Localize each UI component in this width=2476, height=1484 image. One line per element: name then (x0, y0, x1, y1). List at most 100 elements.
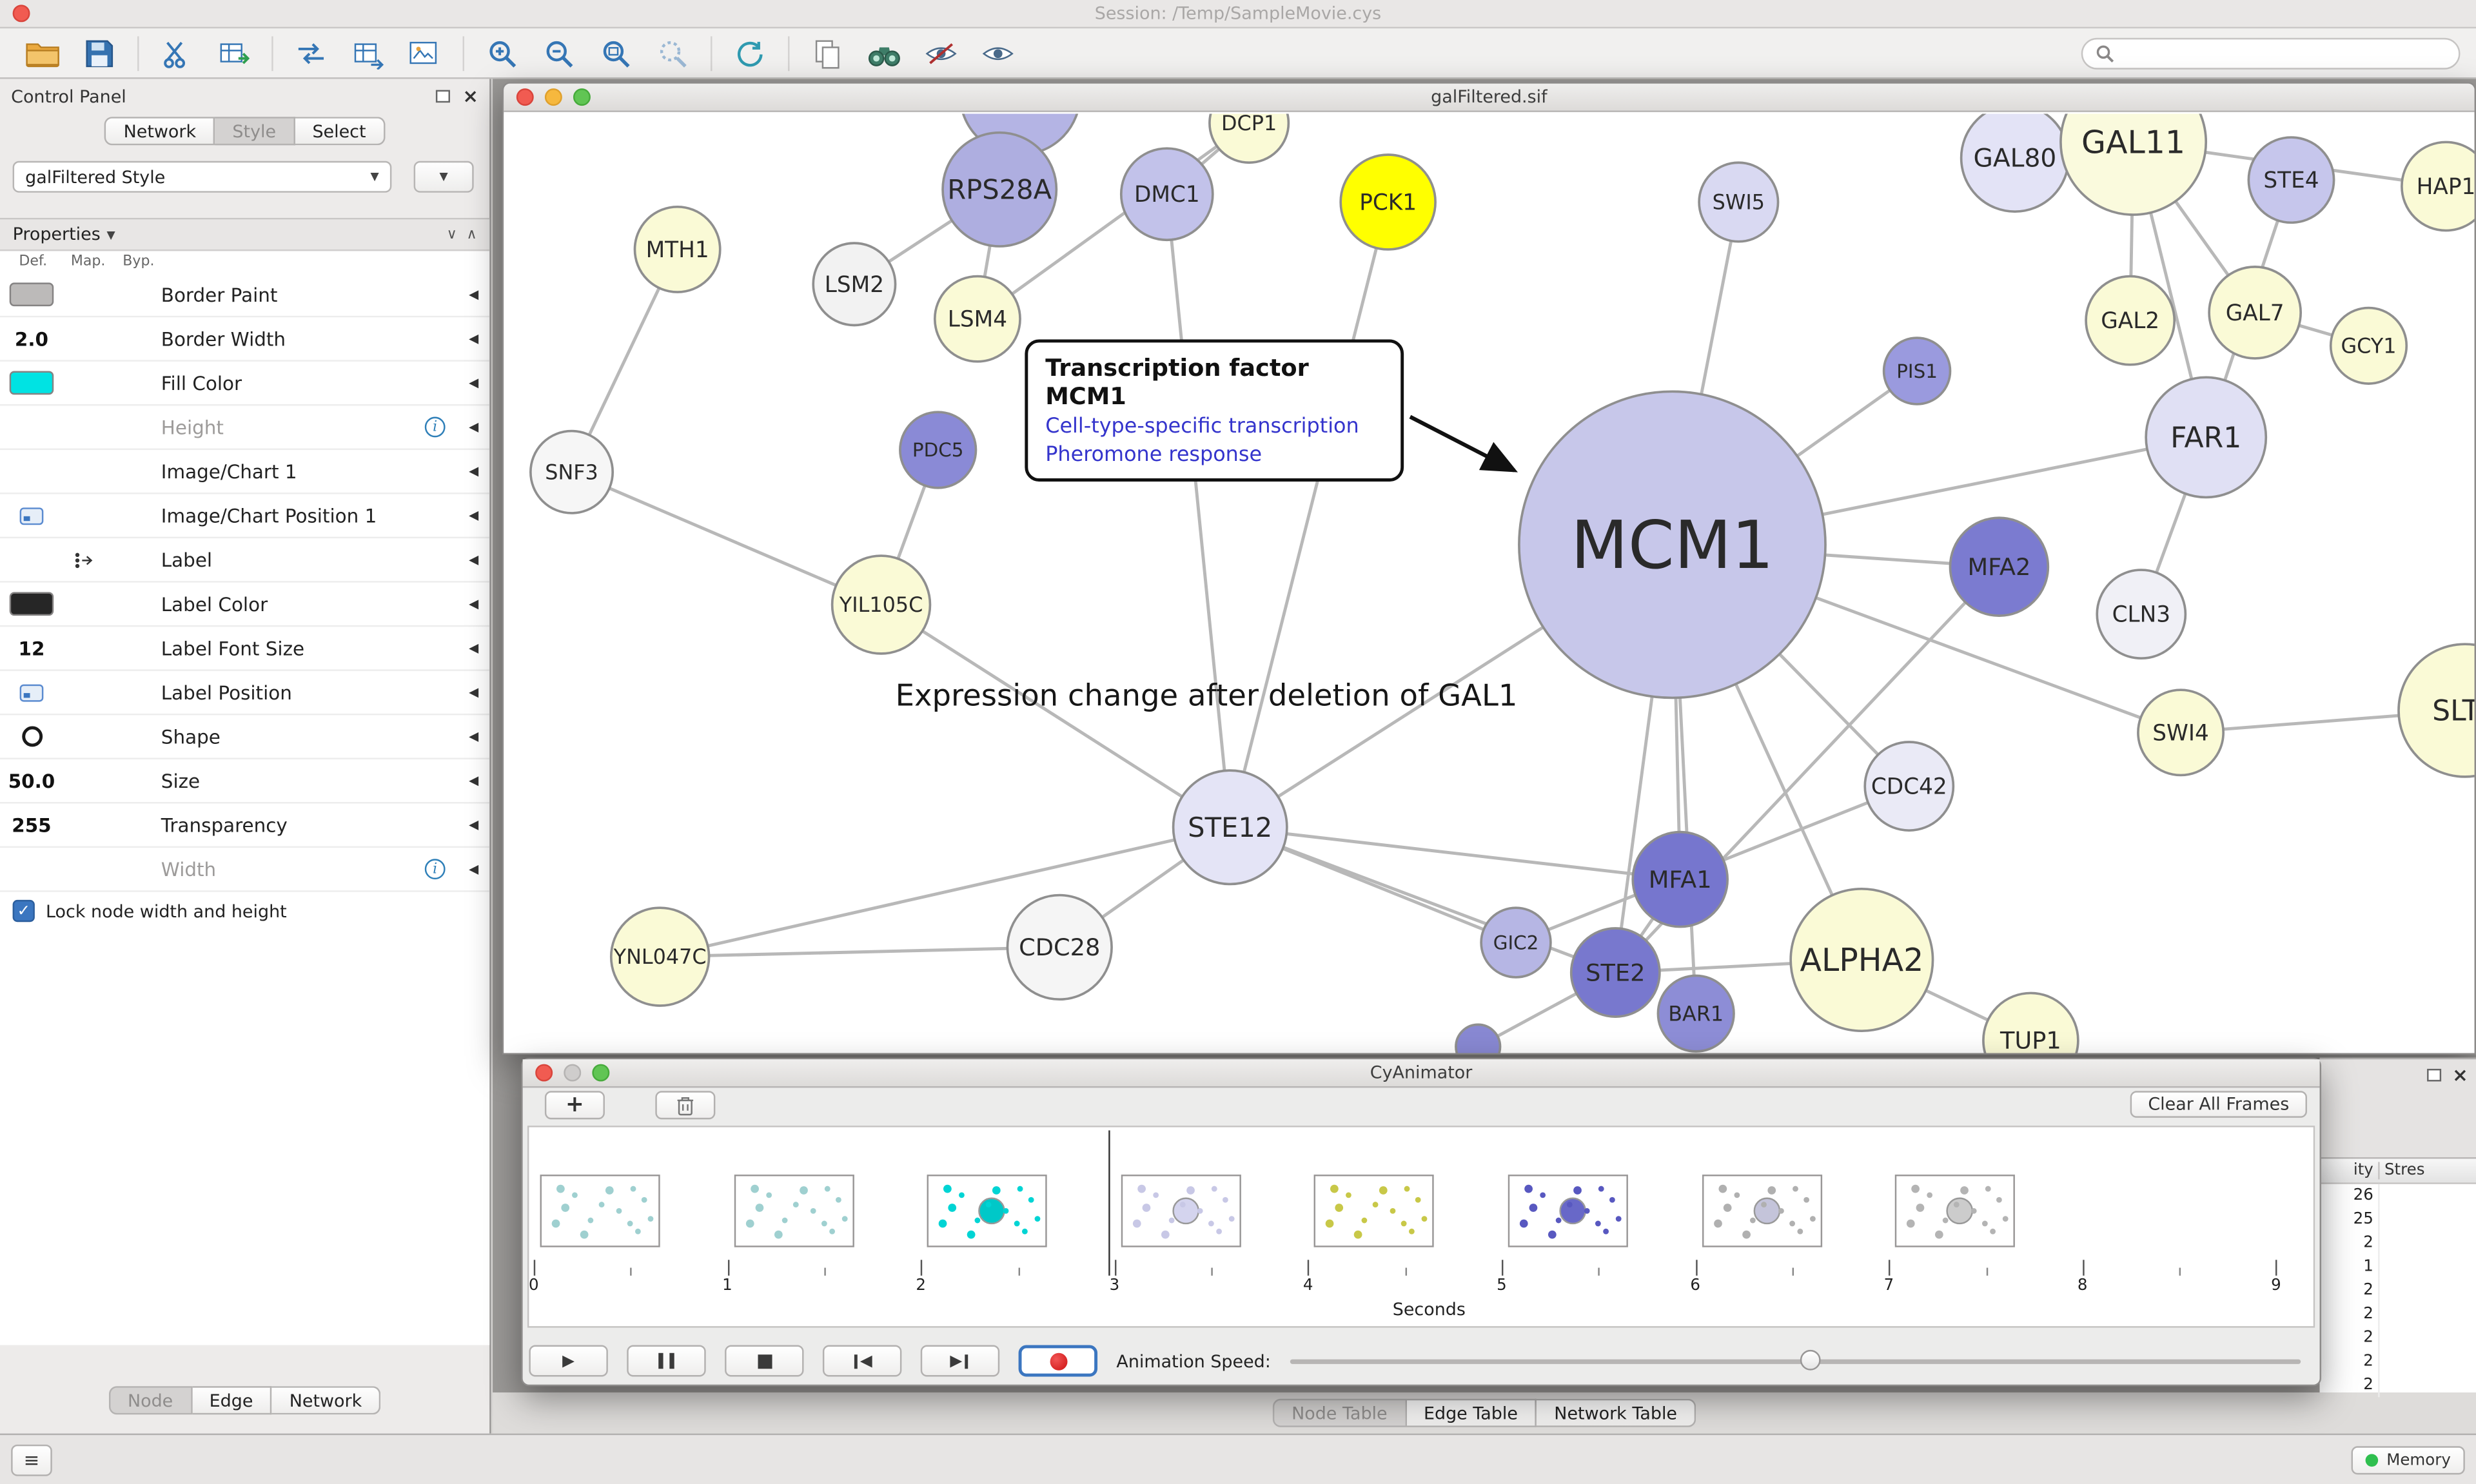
stats-row[interactable]: 2 (2320, 1349, 2476, 1374)
float-panel-icon[interactable] (435, 90, 450, 103)
expand-row-icon[interactable]: ◀ (469, 641, 479, 656)
zoom-traffic-light[interactable] (592, 1064, 610, 1082)
animation-speed-slider[interactable] (1290, 1345, 2310, 1377)
node-PIS1[interactable]: PIS1 (1882, 337, 1952, 405)
node-STE12[interactable]: STE12 (1172, 769, 1288, 886)
node-GCY1[interactable]: GCY1 (2329, 306, 2408, 385)
stop-button[interactable] (725, 1345, 804, 1377)
property-row-label-color[interactable]: Label Color◀ (0, 583, 490, 627)
swap-networks-button[interactable] (284, 32, 338, 73)
expand-all-icon[interactable]: ∧ (466, 226, 477, 242)
playhead[interactable] (1108, 1130, 1110, 1276)
export-table-button[interactable] (341, 32, 395, 73)
slider-track[interactable] (1290, 1359, 2301, 1364)
node-FAR1[interactable]: FAR1 (2145, 376, 2268, 499)
close-traffic-light[interactable] (516, 88, 534, 106)
add-frame-button[interactable]: + (544, 1091, 605, 1120)
node-YNL047C[interactable]: YNL047C (609, 906, 711, 1007)
expand-row-icon[interactable]: ◀ (469, 464, 479, 479)
stats-row[interactable]: 1 (2320, 1255, 2476, 1279)
node-SNF3[interactable]: SNF3 (529, 429, 614, 514)
property-row-image-chart-1[interactable]: Image/Chart 1◀ (0, 450, 490, 494)
cyanimator-titlebar[interactable]: CyAnimator (522, 1059, 2320, 1088)
node-NODE_B[interactable] (1455, 1023, 1502, 1053)
delete-frame-button[interactable] (655, 1091, 716, 1120)
info-icon[interactable]: i (424, 416, 446, 438)
color-swatch[interactable] (9, 371, 54, 395)
node-DCP1[interactable]: DCP1 (1208, 113, 1290, 164)
stats-row[interactable]: 2 (2320, 1373, 2476, 1398)
style-options-dropdown[interactable]: ▼ (413, 161, 474, 193)
timeline-frame-3[interactable] (1121, 1175, 1241, 1247)
style-dropdown[interactable]: galFiltered Style ▼ (12, 161, 392, 193)
property-row-image-chart-position-1[interactable]: Image/Chart Position 1◀ (0, 494, 490, 539)
node-DMC1[interactable]: DMC1 (1119, 147, 1214, 242)
next-frame-button[interactable]: ▶ (920, 1345, 1000, 1377)
close-traffic-light[interactable] (12, 5, 30, 23)
stats-row[interactable]: 2 (2320, 1326, 2476, 1350)
node-ALPHA2[interactable]: ALPHA2 (1789, 887, 1934, 1033)
record-button[interactable] (1018, 1345, 1098, 1377)
tab-network-table[interactable]: Network Table (1537, 1398, 1696, 1427)
collapse-all-icon[interactable]: ∨ (446, 226, 457, 242)
first-neighbors-button[interactable] (858, 32, 911, 73)
expand-row-icon[interactable]: ◀ (469, 685, 479, 699)
node-GAL2[interactable]: GAL2 (2085, 275, 2176, 366)
node-LSM2[interactable]: LSM2 (812, 242, 897, 327)
node-GAL80[interactable]: GAL80 (1960, 113, 2070, 213)
stats-row[interactable]: 25 (2320, 1207, 2476, 1232)
node-GAL7[interactable]: GAL7 (2208, 266, 2303, 360)
network-window-titlebar[interactable]: galFiltered.sif (504, 83, 2475, 112)
expand-row-icon[interactable]: ◀ (469, 774, 479, 788)
tab-node-table[interactable]: Node Table (1272, 1398, 1407, 1427)
timeline-frame-1[interactable] (733, 1175, 854, 1247)
property-row-shape[interactable]: Shape◀ (0, 715, 490, 759)
color-swatch[interactable] (9, 282, 54, 307)
tab-style[interactable]: Style (215, 117, 295, 146)
expand-row-icon[interactable]: ◀ (469, 596, 479, 611)
info-icon[interactable]: i (424, 859, 446, 880)
node-PDC5[interactable]: PDC5 (899, 411, 978, 489)
minimize-traffic-light[interactable] (544, 88, 562, 106)
zoom-traffic-light[interactable] (573, 88, 591, 106)
zoom-in-button[interactable] (475, 32, 529, 73)
node-STE4[interactable]: STE4 (2247, 136, 2335, 224)
expand-row-icon[interactable]: ◀ (469, 375, 479, 390)
expand-row-icon[interactable]: ◀ (469, 729, 479, 744)
node-MFA1[interactable]: MFA1 (1631, 830, 1729, 928)
expand-row-icon[interactable]: ◀ (469, 862, 479, 877)
expand-row-icon[interactable]: ◀ (469, 508, 479, 523)
node-MCM1[interactable]: MCM1 (1518, 390, 1827, 699)
copy-button[interactable] (801, 32, 854, 73)
timeline-frame-0[interactable] (540, 1175, 660, 1247)
node-TUP1[interactable]: TUP1 (1982, 991, 2079, 1053)
property-row-label-position[interactable]: Label Position◀ (0, 671, 490, 716)
tab-network-style[interactable]: Network (271, 1386, 381, 1415)
zoom-out-button[interactable] (532, 32, 585, 73)
node-GIC2[interactable]: GIC2 (1480, 906, 1552, 979)
expand-row-icon[interactable]: ◀ (469, 287, 479, 302)
search-input[interactable] (2122, 41, 2446, 65)
node-CDC42[interactable]: CDC42 (1863, 741, 1955, 832)
stats-row[interactable]: 2 (2320, 1278, 2476, 1303)
timeline-frame-5[interactable] (1508, 1175, 1628, 1247)
import-network-button[interactable] (150, 32, 204, 73)
zoom-selected-button[interactable] (646, 32, 700, 73)
stats-row[interactable]: 2 (2320, 1302, 2476, 1327)
lock-size-checkbox[interactable]: ✓ (12, 899, 35, 923)
slider-thumb[interactable] (1800, 1349, 1821, 1371)
stats-row[interactable]: 2 (2320, 1231, 2476, 1255)
annotation-link-1[interactable]: Cell-type-specific transcription (1045, 415, 1359, 439)
expand-row-icon[interactable]: ◀ (469, 420, 479, 434)
save-session-button[interactable] (73, 32, 126, 73)
node-MFA2[interactable]: MFA2 (1949, 516, 2050, 617)
clear-all-frames-button[interactable]: Clear All Frames (2130, 1091, 2307, 1118)
node-YIL105C[interactable]: YIL105C (830, 554, 932, 655)
tab-network[interactable]: Network (104, 117, 215, 146)
hide-selected-button[interactable] (914, 32, 968, 73)
tab-select[interactable]: Select (295, 117, 385, 146)
